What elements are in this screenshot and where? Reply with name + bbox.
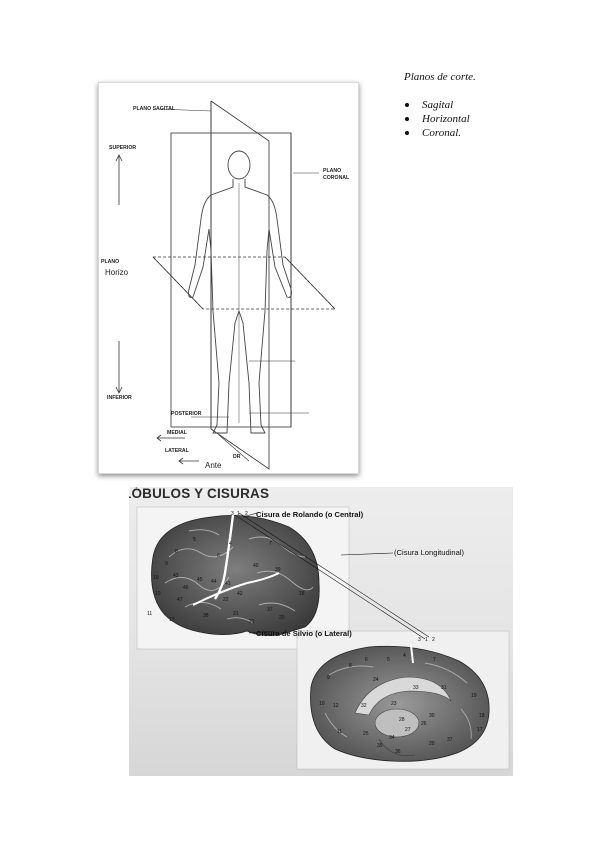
caption-rolando: Cisura de Rolando (o Central) — [256, 510, 364, 519]
medial-number: 27 — [405, 727, 411, 733]
label-plano-sagital: PLANO SAGITAL — [133, 106, 175, 112]
lateral-number: 47 — [177, 597, 183, 603]
lateral-number: 39 — [275, 567, 281, 573]
lateral-number: 5 — [193, 537, 196, 543]
lateral-number: 1 — [237, 511, 240, 517]
caption-longitudinal: (Cisura Longitudinal) — [394, 548, 465, 557]
label-medial: MEDIAL — [167, 430, 187, 436]
label-plano-coronal-2: CORONAL — [323, 175, 350, 181]
lateral-number: 20 — [279, 615, 285, 621]
list-item: Horizontal — [405, 112, 564, 126]
lateral-number: 41 — [225, 581, 231, 587]
medial-number: 25 — [363, 731, 369, 737]
lateral-number: 19 — [153, 575, 159, 581]
medial-number: 31 — [441, 685, 447, 691]
lateral-number: 2 — [245, 511, 248, 517]
medial-number: 6 — [365, 657, 368, 663]
medial-number: 26 — [421, 721, 427, 727]
planes-of-section-figure: PLANO SAGITAL SUPERIOR PLANO CORONAL PLA… — [98, 82, 359, 474]
body-planes-illustration — [115, 100, 336, 470]
medial-number: 3 — [418, 637, 421, 643]
medial-number: 20 — [429, 741, 435, 747]
medial-number: 32 — [361, 703, 367, 709]
medial-number: 28 — [399, 717, 405, 723]
medial-number: 33 — [413, 685, 419, 691]
medial-brain — [310, 645, 490, 762]
lateral-number: 22 — [223, 597, 229, 603]
medial-number: 34 — [389, 735, 395, 741]
human-figure — [188, 150, 292, 434]
figure-title: LÓBULOS Y CISURAS — [129, 487, 270, 501]
label-posterior: POSTERIOR — [171, 411, 202, 417]
brain-illustrations — [136, 506, 510, 770]
medial-number: 24 — [373, 677, 379, 683]
medial-number: 2 — [432, 637, 435, 643]
medial-number: 12 — [333, 703, 339, 709]
bullet-icon — [405, 131, 409, 135]
medial-number: 23 — [391, 701, 397, 707]
lateral-number: 18 — [299, 591, 305, 597]
lateral-number: 8 — [175, 549, 178, 555]
label-plano-coronal-1: PLANO — [323, 168, 342, 174]
list-item: Coronal. — [405, 126, 564, 140]
medial-number: 9 — [327, 675, 330, 681]
medial-number: 11 — [337, 729, 343, 735]
medial-number: 1 — [425, 637, 428, 643]
lateral-number: 6 — [217, 553, 220, 559]
horizontal-plane — [152, 256, 336, 310]
lateral-number: 21 — [249, 619, 255, 625]
lateral-number: 3 — [231, 511, 234, 517]
lateral-number: 38 — [203, 613, 209, 619]
lateral-number: 42 — [237, 591, 243, 597]
bullet-icon — [405, 103, 409, 107]
lateral-number: 9 — [165, 561, 168, 567]
lateral-number: 45 — [197, 577, 203, 583]
lateral-number: 21 — [233, 611, 239, 617]
lateral-number: 44 — [211, 579, 217, 585]
lobes-fissures-figure: LÓBULOS Y CISURAS — [129, 487, 513, 776]
label-horizo: Horizo — [105, 268, 129, 277]
medial-number: 35 — [377, 743, 383, 749]
label-inferior: INFERIOR — [107, 395, 132, 401]
lateral-number: 11 — [147, 611, 153, 617]
lateral-number: 17 — [169, 617, 175, 623]
lateral-number: 46 — [183, 585, 189, 591]
caption-silvio: Cisura de Silvio (o Lateral) — [256, 629, 352, 638]
lateral-number: 43 — [173, 573, 179, 579]
planes-list-title: Planos de corte. — [404, 71, 476, 83]
lateral-number: 10 — [155, 591, 161, 597]
lateral-number: 40 — [253, 563, 259, 569]
medial-number: 7 — [433, 657, 436, 663]
medial-number: 37 — [447, 737, 453, 743]
medial-number: 19 — [471, 693, 477, 699]
planes-bullet-list: Sagital Horizontal Coronal. — [404, 98, 564, 140]
medial-number: 10 — [319, 701, 325, 707]
lateral-number: 37 — [267, 607, 273, 613]
medial-number: 30 — [429, 713, 435, 719]
label-plano-horizontal: PLANO — [101, 259, 120, 265]
medial-number: 36 — [395, 749, 401, 755]
label-lateral: LATERAL — [165, 448, 189, 454]
bullet-icon — [405, 117, 409, 121]
list-item: Sagital — [405, 98, 564, 112]
medial-number: 17 — [477, 727, 483, 733]
label-dr: DR — [233, 454, 241, 460]
label-ante: Ante — [205, 461, 222, 470]
lateral-number: 4 — [229, 541, 232, 547]
medial-number: 4 — [403, 653, 406, 659]
coronal-plane — [170, 132, 292, 428]
medial-number: 8 — [349, 663, 352, 669]
medial-number: 5 — [387, 657, 390, 663]
planes-list: Planos de corte. Sagital Horizontal Coro… — [404, 70, 564, 140]
lateral-number: 7 — [269, 541, 272, 547]
label-superior: SUPERIOR — [109, 145, 137, 151]
medial-number: 18 — [479, 713, 485, 719]
